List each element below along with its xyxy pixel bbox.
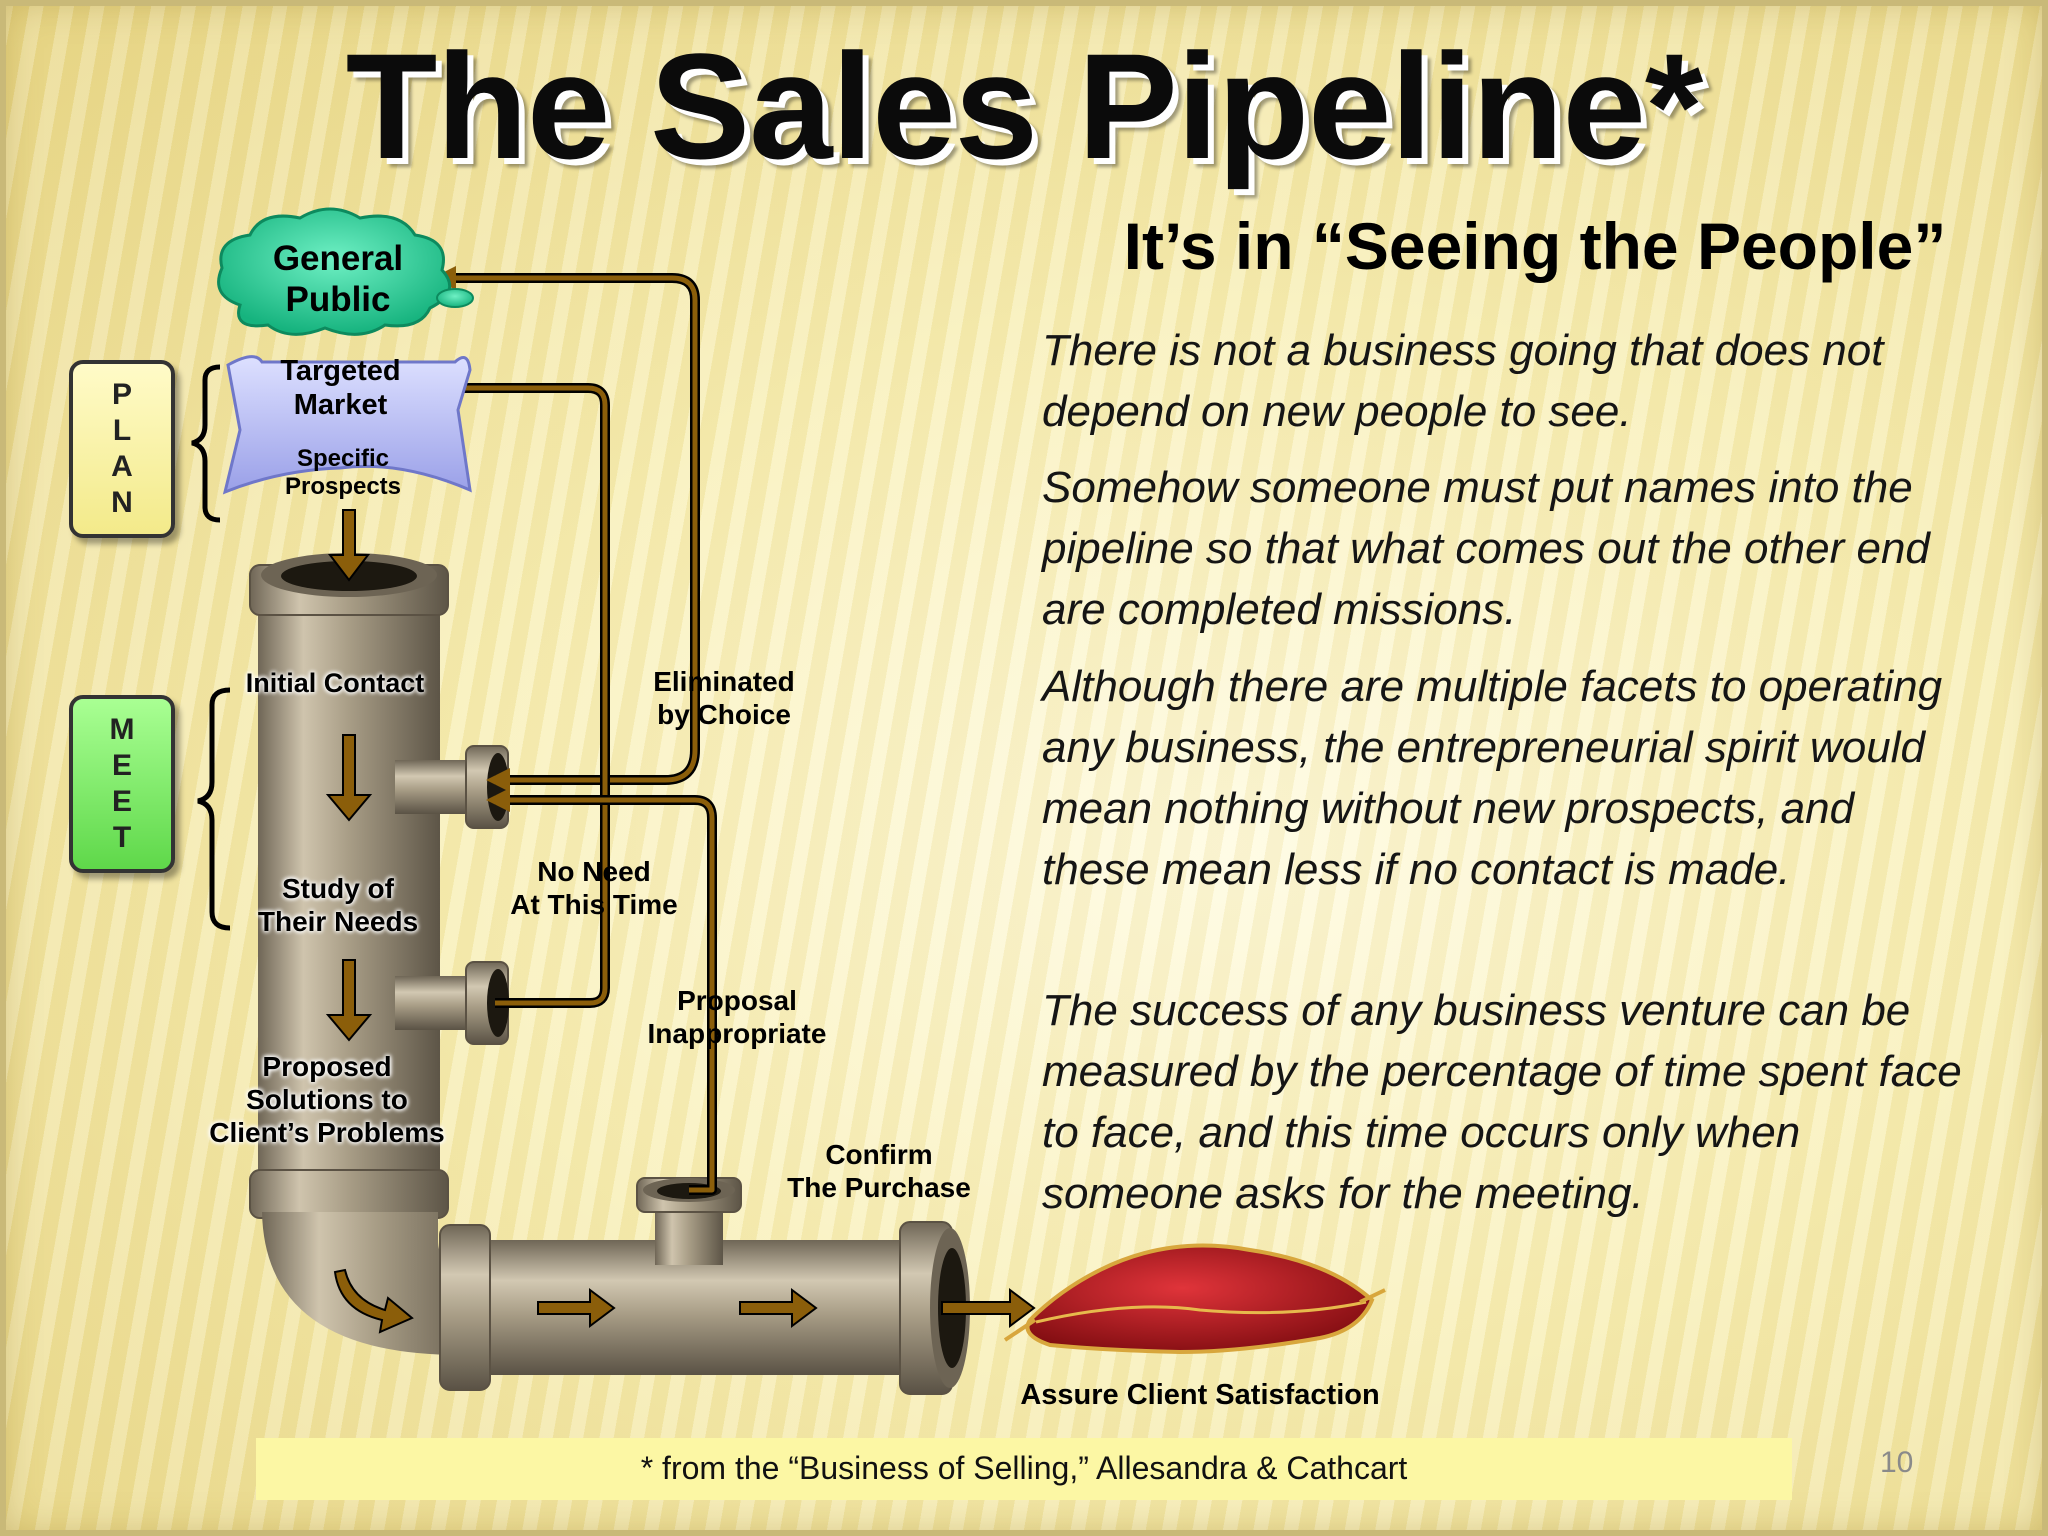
paragraph-3: Although there are multiple facets to op… <box>1042 662 1943 894</box>
eliminated-by-choice-label: Eliminated by Choice <box>653 666 795 731</box>
slide-subtitle: It’s in “Seeing the People” <box>1123 209 1947 283</box>
no-need-label: No Need At This Time <box>510 856 678 921</box>
plan-letter: N <box>111 486 133 519</box>
cushion-icon <box>1003 1243 1386 1355</box>
footnote-bar <box>256 1438 1792 1500</box>
paragraph-4: The success of any business venture can … <box>1042 986 1962 1218</box>
general-public-cloud <box>217 207 474 336</box>
initial-contact-label: Initial Contact <box>245 668 425 698</box>
paragraph-2: Somehow someone must put names into the … <box>1042 463 1930 634</box>
assure-satisfaction-label: Assure Client Satisfaction <box>1020 1379 1380 1411</box>
plan-letter: A <box>111 450 133 483</box>
meet-box: M E E T <box>69 695 175 873</box>
page-number: 10 <box>1880 1446 1914 1479</box>
confirm-purchase-label: Confirm The Purchase <box>787 1139 971 1204</box>
slide-title: The Sales Pipeline* <box>345 22 1704 190</box>
proposed-solutions-label: Proposed Solutions to Client’s Problems <box>209 1051 445 1149</box>
meet-bracket <box>197 687 231 931</box>
meet-letter: E <box>111 749 132 782</box>
footnote: * from the “Business of Selling,” Allesa… <box>640 1450 1408 1486</box>
targeted-market-banner <box>222 355 472 495</box>
general-public-label: General Public <box>272 239 404 320</box>
paragraph-1: There is not a business going that does … <box>1042 326 1884 436</box>
targeted-market-label: Targeted Market <box>280 355 401 422</box>
meet-letter: M <box>109 713 135 746</box>
plan-bracket <box>191 364 221 523</box>
plan-letter: L <box>112 414 132 447</box>
meet-letter: T <box>112 821 132 854</box>
study-needs-label: Study of Their Needs <box>257 873 419 938</box>
plan-box: P L A N <box>69 360 175 538</box>
proposal-inappropriate-label: Proposal Inappropriate <box>647 985 827 1050</box>
meet-letter: E <box>111 785 132 818</box>
plan-letter: P <box>111 378 132 411</box>
specific-prospects-label: Specific Prospects <box>284 445 402 501</box>
